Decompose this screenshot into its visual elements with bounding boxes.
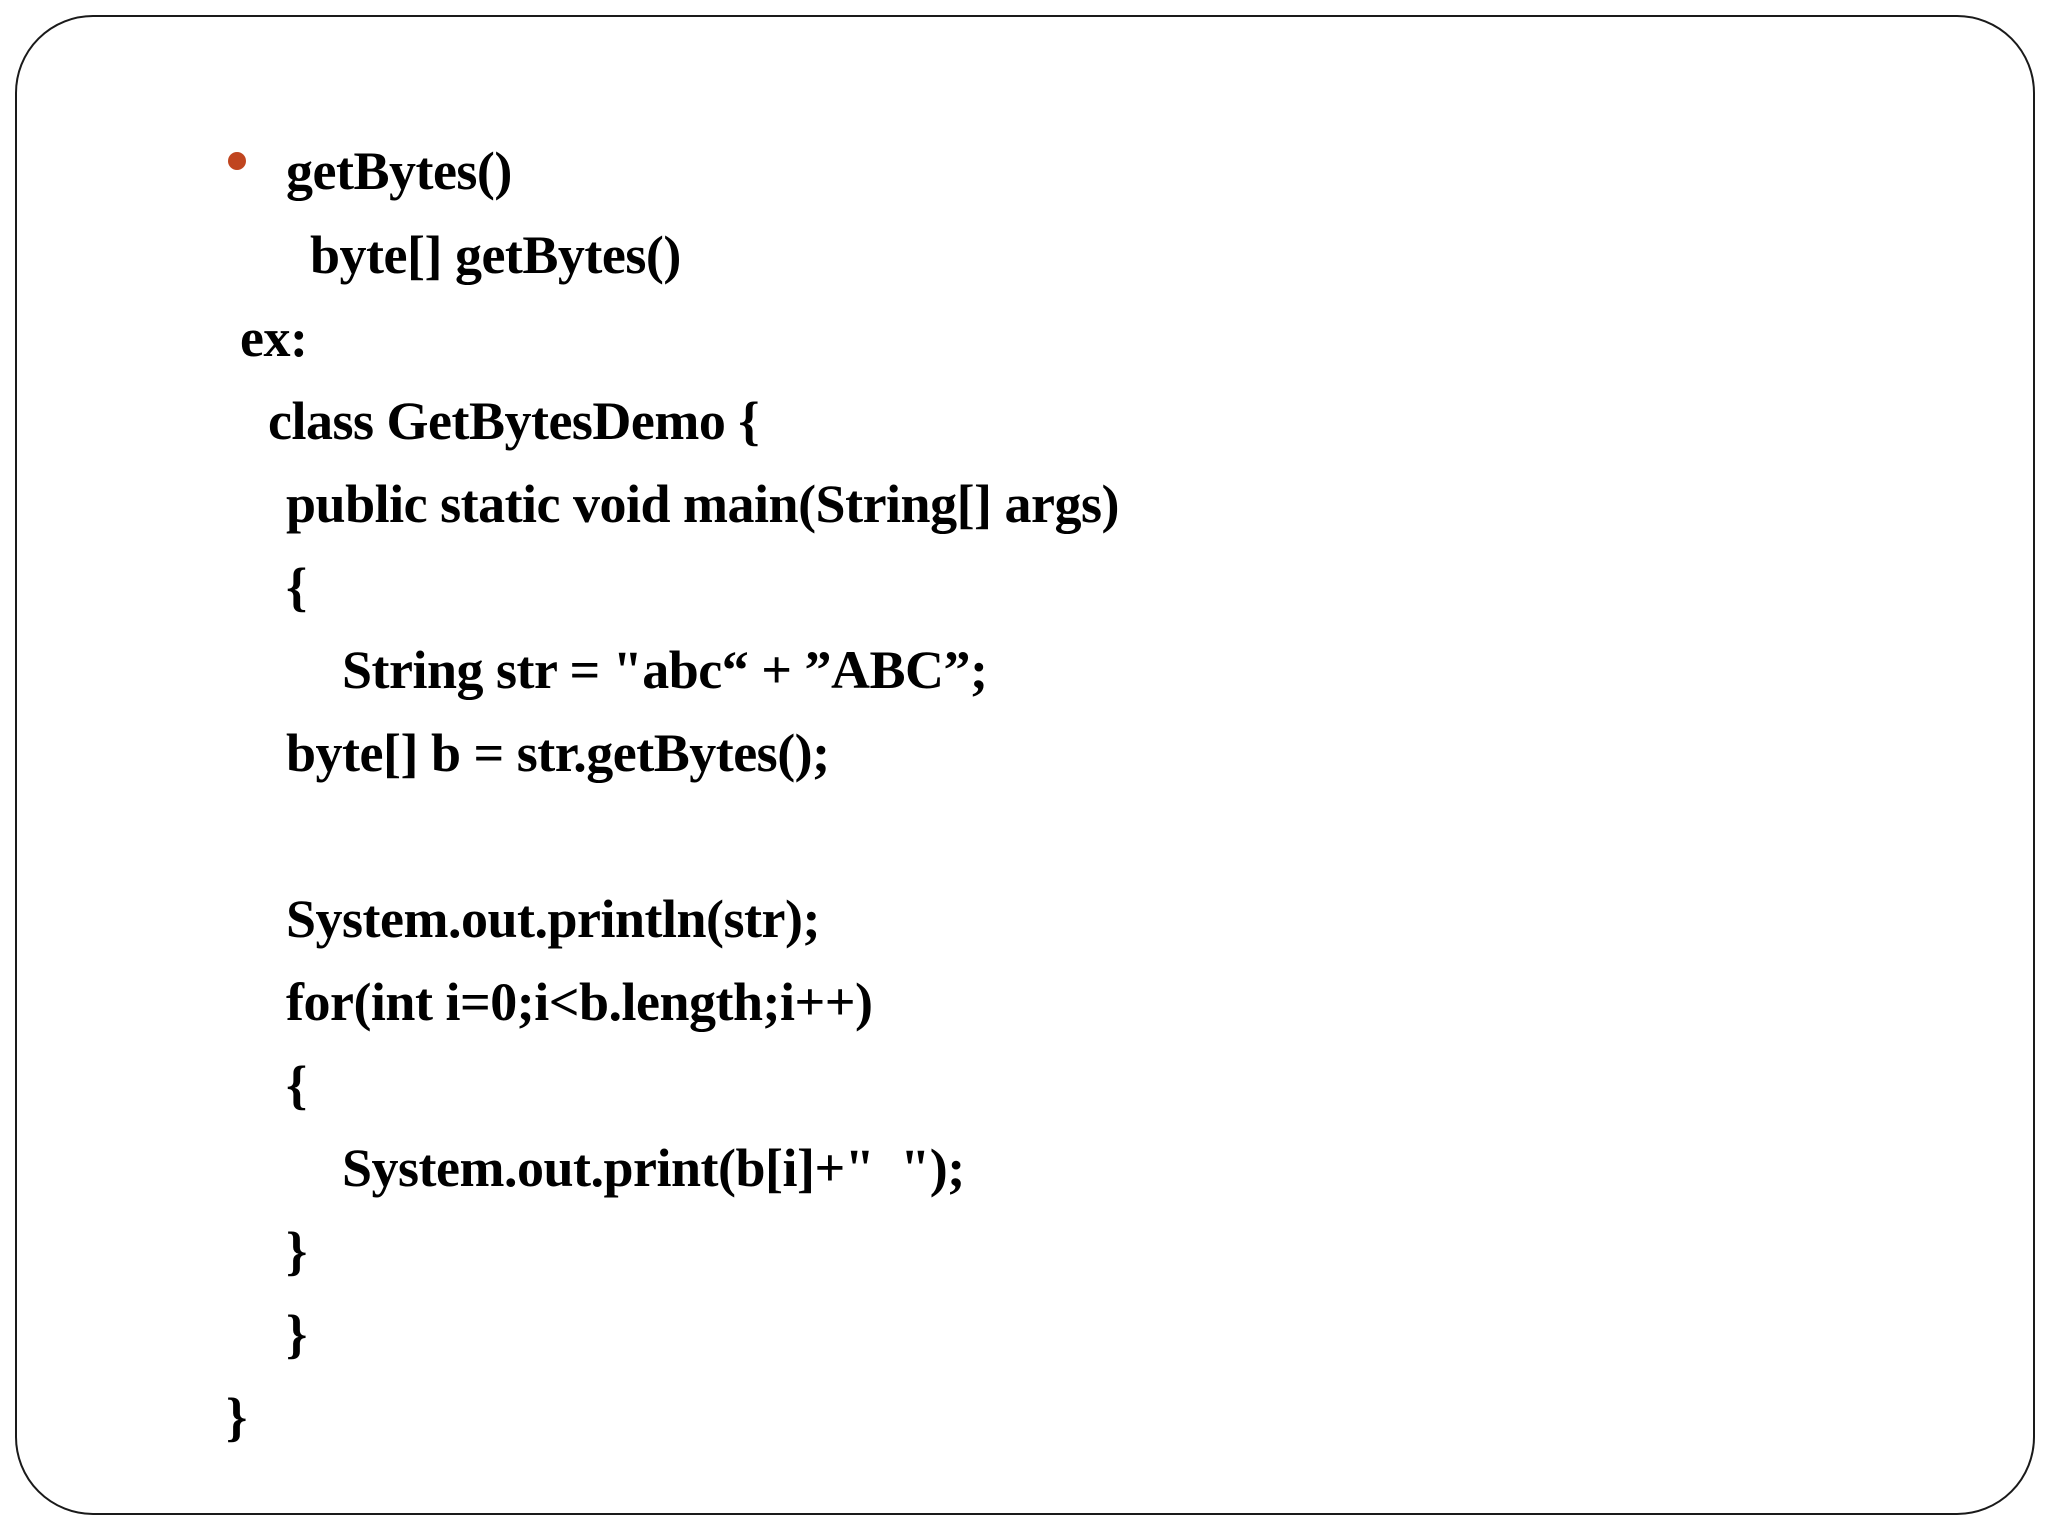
bullet-heading: getBytes() (286, 141, 512, 201)
code-line-main-close-brace: } (286, 1304, 307, 1364)
code-line-for-open-brace: { (286, 1055, 307, 1115)
code-line-main: public static void main(String[] args) (286, 474, 1120, 534)
example-label: ex: (240, 308, 308, 368)
slide-frame (15, 15, 2035, 1515)
code-line-for-close-brace: } (286, 1221, 307, 1281)
code-line-print: System.out.print(b[i]+" "); (342, 1138, 965, 1198)
code-line-string-decl: String str = "abc“ + ”ABC”; (342, 640, 988, 700)
code-line-for: for(int i=0;i<b.length;i++) (286, 972, 873, 1032)
code-line-open-brace: { (286, 557, 307, 617)
code-line-println: System.out.println(str); (286, 889, 820, 949)
method-signature: byte[] getBytes() (310, 225, 681, 285)
code-line-class: class GetBytesDemo { (268, 391, 760, 451)
code-line-byte-array: byte[] b = str.getBytes(); (286, 723, 830, 783)
code-line-class-close-brace: } (226, 1387, 247, 1447)
bullet-dot-icon (228, 152, 246, 170)
